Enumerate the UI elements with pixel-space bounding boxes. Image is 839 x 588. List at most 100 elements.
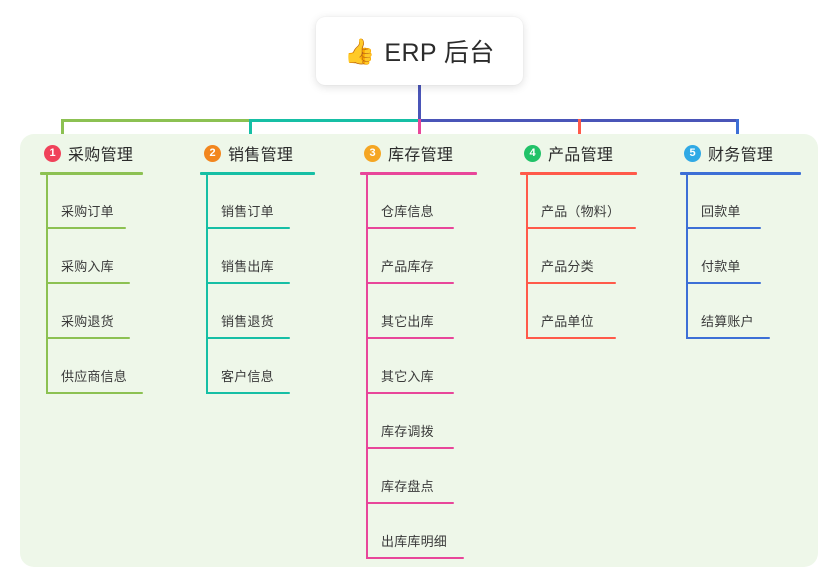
branch-item-label: 产品（物料）	[541, 204, 621, 219]
branch-item-underline	[46, 392, 143, 394]
branch-item[interactable]: 产品单位	[518, 284, 678, 339]
branch-spine	[206, 174, 208, 394]
branch-number-badge: 4	[524, 144, 541, 162]
branch-item-underline	[686, 282, 761, 284]
branch-item-underline	[526, 227, 636, 229]
branch-item-underline	[366, 392, 454, 394]
branch-item-label: 销售订单	[221, 204, 274, 219]
branch-item[interactable]: 其它入库	[358, 339, 518, 394]
branch-item-label: 销售出库	[221, 259, 274, 274]
branch-title: 销售管理	[228, 147, 294, 164]
branch-title: 采购管理	[68, 147, 134, 164]
branch-item-list: 仓库信息产品库存其它出库其它入库库存调拨库存盘点出库库明细	[358, 174, 518, 559]
branch-item[interactable]: 回款单	[678, 174, 838, 229]
branch-item[interactable]: 库存调拨	[358, 394, 518, 449]
branch-underline	[40, 172, 143, 175]
branch-header[interactable]: 2 销售管理	[198, 134, 358, 172]
branch-item-underline	[206, 337, 290, 339]
branch-item[interactable]: 结算账户	[678, 284, 838, 339]
branch-item-label: 库存调拨	[381, 424, 434, 439]
branch-item-list: 销售订单销售出库销售退货客户信息	[198, 174, 358, 394]
branch-header[interactable]: 3 库存管理	[358, 134, 518, 172]
branch-header[interactable]: 4 产品管理	[518, 134, 678, 172]
branch-item-underline	[686, 227, 761, 229]
branch-item-list: 产品（物料） 产品分类产品单位	[518, 174, 678, 339]
branch-title: 产品管理	[548, 147, 614, 164]
thumbs-up-icon: 👍	[344, 36, 376, 66]
branch-item[interactable]: 产品库存	[358, 229, 518, 284]
branch-underline	[680, 172, 801, 175]
branch-item-underline	[526, 282, 616, 284]
branch-item[interactable]: 销售退货	[198, 284, 358, 339]
branch-item[interactable]: 产品分类	[518, 229, 678, 284]
branch-title: 财务管理	[708, 147, 774, 164]
branch-item[interactable]: 付款单	[678, 229, 838, 284]
branch-item-label: 客户信息	[221, 369, 274, 384]
branch-item[interactable]: 出库库明细	[358, 504, 518, 559]
branch-header[interactable]: 1 采购管理	[38, 134, 198, 172]
branch-number-badge: 2	[204, 144, 221, 162]
branch-item-underline	[46, 227, 126, 229]
branch-item-underline	[206, 392, 290, 394]
branch-underline	[520, 172, 637, 175]
branch-spine	[686, 174, 688, 339]
branch-item-label: 产品库存	[381, 259, 434, 274]
branch-item-underline	[366, 337, 454, 339]
branch-title: 库存管理	[388, 147, 454, 164]
branch-item[interactable]: 库存盘点	[358, 449, 518, 504]
branch-item-underline	[206, 227, 290, 229]
branch-item-label: 其它出库	[381, 314, 434, 329]
branch-item-label: 采购订单	[61, 204, 114, 219]
branch-item-label: 库存盘点	[381, 479, 434, 494]
root-node-label: ERP 后台	[384, 39, 495, 67]
branch-item-label: 其它入库	[381, 369, 434, 384]
branch-item[interactable]: 销售出库	[198, 229, 358, 284]
branch-column: 4 产品管理产品（物料） 产品分类产品单位	[518, 134, 678, 339]
branch-column: 1 采购管理采购订单采购入库采购退货供应商信息	[38, 134, 198, 394]
branch-item-underline	[686, 337, 770, 339]
branch-item-label: 产品分类	[541, 259, 594, 274]
branch-item-underline	[46, 282, 130, 284]
branch-item-label: 仓库信息	[381, 204, 434, 219]
branch-item-label: 采购入库	[61, 259, 114, 274]
branch-item[interactable]: 产品（物料）	[518, 174, 678, 229]
branch-item-label: 供应商信息	[61, 369, 128, 384]
branch-item-list: 采购订单采购入库采购退货供应商信息	[38, 174, 198, 394]
branch-item[interactable]: 供应商信息	[38, 339, 198, 394]
branch-item-label: 采购退货	[61, 314, 114, 329]
branch-spine	[526, 174, 528, 339]
branch-item-underline	[46, 337, 130, 339]
root-node[interactable]: 👍 ERP 后台	[316, 17, 523, 85]
branch-item-label: 出库库明细	[381, 534, 448, 549]
branch-item[interactable]: 销售订单	[198, 174, 358, 229]
branch-item-underline	[366, 557, 464, 559]
branches-panel: 1 采购管理采购订单采购入库采购退货供应商信息 2 销售管理销售订单销售出库销售退货客…	[20, 134, 818, 567]
branch-item-label: 产品单位	[541, 314, 594, 329]
branch-item[interactable]: 仓库信息	[358, 174, 518, 229]
branch-number-badge: 3	[364, 144, 381, 162]
branch-item[interactable]: 采购退货	[38, 284, 198, 339]
branch-spine	[366, 174, 368, 559]
branch-column: 5 财务管理回款单付款单结算账户	[678, 134, 838, 339]
branch-item-underline	[206, 282, 290, 284]
branch-item[interactable]: 其它出库	[358, 284, 518, 339]
branch-item-label: 回款单	[701, 204, 741, 219]
branch-item[interactable]: 客户信息	[198, 339, 358, 394]
branch-item-label: 付款单	[701, 259, 741, 274]
branch-number-badge: 1	[44, 144, 61, 162]
branch-item-label: 结算账户	[701, 314, 754, 329]
branch-item-underline	[366, 502, 454, 504]
branch-item-label: 销售退货	[221, 314, 274, 329]
branch-underline	[200, 172, 315, 175]
branch-column: 3 库存管理仓库信息产品库存其它出库其它入库库存调拨库存盘点出库库明细	[358, 134, 518, 559]
branch-spine	[46, 174, 48, 394]
branch-header[interactable]: 5 财务管理	[678, 134, 838, 172]
branch-item-underline	[366, 282, 454, 284]
branch-item-underline	[366, 447, 454, 449]
branch-column: 2 销售管理销售订单销售出库销售退货客户信息	[198, 134, 358, 394]
branch-number-badge: 5	[684, 144, 701, 162]
branch-item[interactable]: 采购入库	[38, 229, 198, 284]
branch-item-underline	[526, 337, 616, 339]
branch-item[interactable]: 采购订单	[38, 174, 198, 229]
